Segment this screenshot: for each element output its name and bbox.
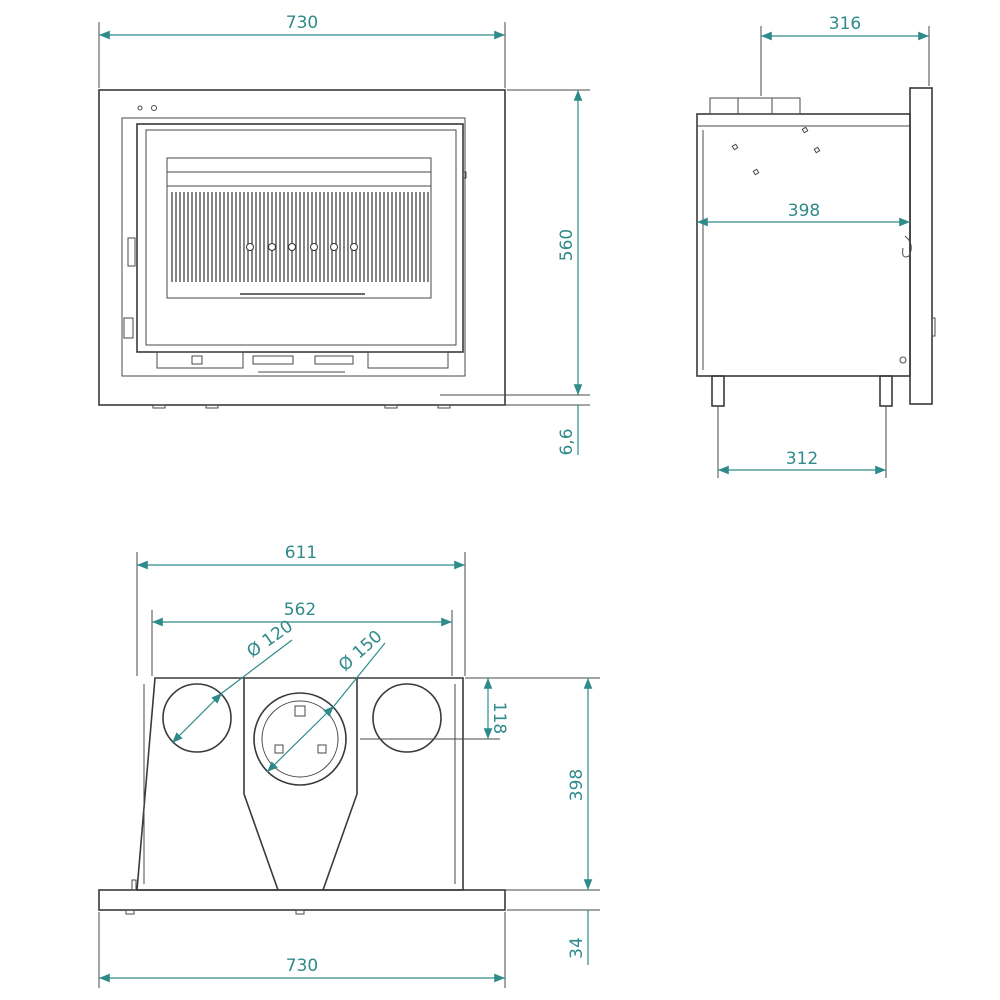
grate-bolt [350,243,358,251]
side-leg-span-label: 312 [786,449,818,469]
top-dimensions: 611 562 Ø 120 Ø 150 118 398 34 730 [98,543,600,988]
grate-bolt [310,243,318,251]
front-view [98,89,506,409]
front-foot-label: 6,6 [557,428,577,455]
duct-large [253,692,347,786]
offset-label: 118 [489,702,509,734]
front-width-label: 730 [286,13,318,33]
grate-bolt [246,243,254,251]
grate-bolt [330,243,338,251]
top-outer-width-label: 611 [285,543,317,563]
side-depth-body-label: 398 [788,201,820,221]
top-depth-label: 398 [567,769,587,801]
duct-small-label: Ø 120 [243,616,296,662]
top-inner-width-label: 562 [284,600,316,620]
grate-bolt [288,243,296,251]
side-view [696,87,936,407]
frame-width-label: 730 [286,956,318,976]
front-height-label: 560 [557,229,577,261]
top-view [98,677,506,915]
grate-bars [171,192,429,282]
duct-small-left [162,683,232,753]
front-dimensions: 730 560 6,6 [98,13,590,456]
side-dimensions: 316 398 312 [697,14,930,478]
side-depth-top-label: 316 [829,14,861,34]
duct-small-right [372,683,442,753]
grate-bolt [268,243,276,251]
frame-depth-label: 34 [567,937,587,959]
